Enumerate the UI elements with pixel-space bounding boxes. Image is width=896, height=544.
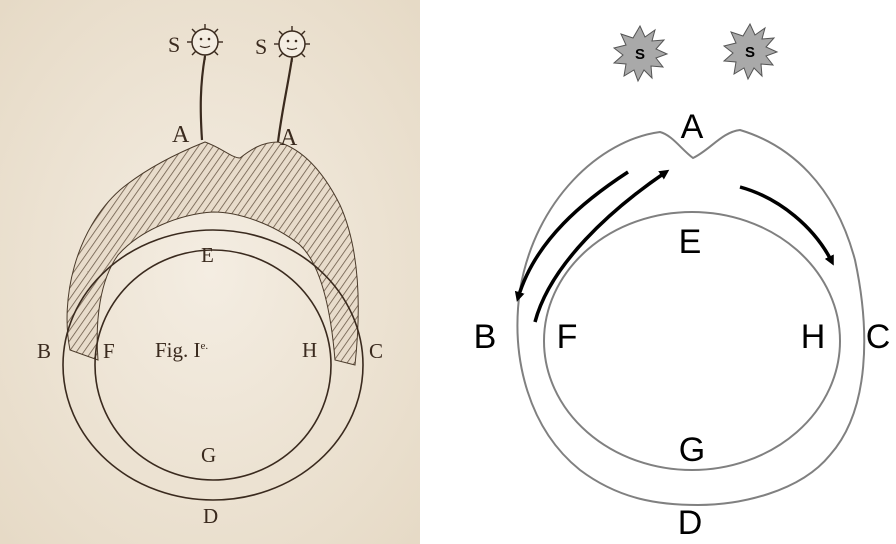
label-a: A (681, 108, 704, 146)
modern-panel: S S A E B F H C G D (474, 24, 891, 542)
label-a-right: A (280, 125, 298, 151)
star-left-label: S (635, 46, 645, 63)
label-b: B (474, 318, 497, 356)
engraving-panel: S S A A E B F Fig. Ie. H C G D (0, 0, 420, 544)
label-d: D (203, 504, 218, 528)
sun-left-star-icon: S (614, 26, 667, 81)
sun-right-icon (274, 26, 310, 62)
label-e: E (679, 223, 702, 261)
label-f: F (557, 318, 578, 356)
label-g: G (201, 443, 216, 467)
label-d: D (678, 504, 703, 542)
label-a-left: A (172, 122, 190, 148)
label-c: C (369, 339, 383, 363)
star-right-label: S (745, 44, 755, 61)
label-f: F (103, 339, 115, 363)
label-b: B (37, 339, 51, 363)
label-fig: Fig. Ie. (155, 338, 208, 362)
label-h: H (801, 318, 826, 356)
label-s-right: S (255, 34, 267, 59)
label-s-left: S (168, 32, 180, 57)
label-h: H (302, 338, 317, 362)
arrow-b-to-a (535, 172, 666, 322)
sun-right-star-icon: S (724, 24, 777, 79)
label-e: E (201, 243, 214, 267)
arrow-a-to-b (518, 172, 628, 298)
sun-left-icon (187, 24, 223, 60)
label-g: G (679, 431, 705, 469)
label-c: C (866, 318, 891, 356)
